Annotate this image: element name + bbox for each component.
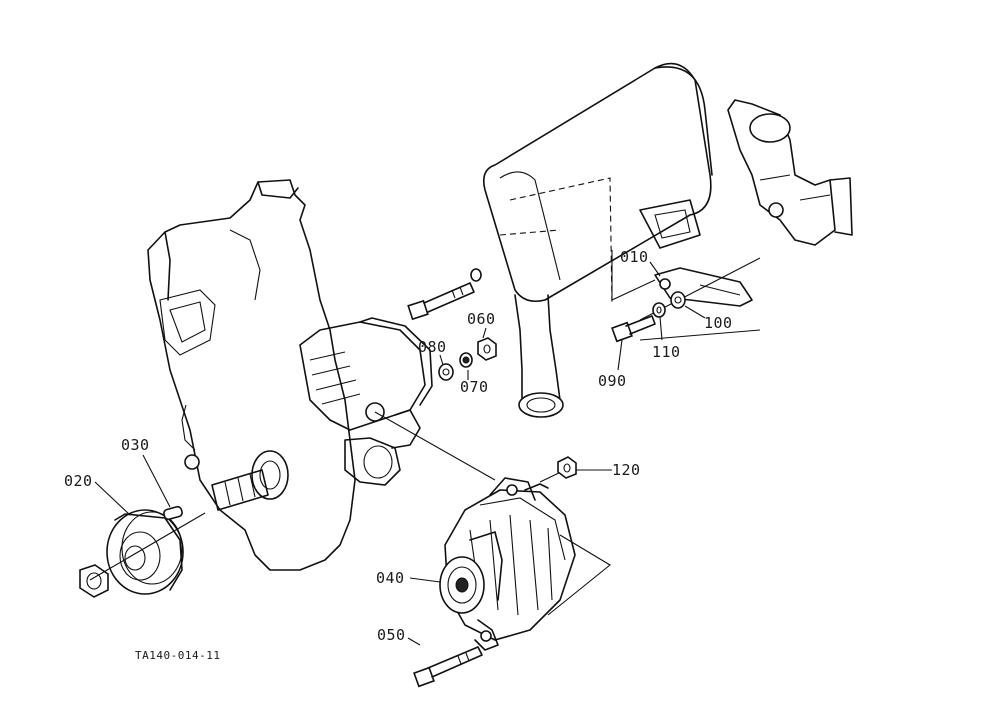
part-label-050: 050 xyxy=(377,626,406,644)
gear-case-cover xyxy=(147,179,433,571)
part-label-120: 120 xyxy=(612,461,641,479)
drawing-code: TA140-014-11 xyxy=(135,649,221,662)
pulley-key xyxy=(163,505,183,521)
part-label-080: 080 xyxy=(418,338,447,356)
washer-100 xyxy=(670,291,686,309)
crank-nut xyxy=(79,564,109,598)
part-label-090: 090 xyxy=(598,372,627,390)
lock-washer-070 xyxy=(459,352,473,368)
part-label-030: 030 xyxy=(121,436,150,454)
part-label-070: 070 xyxy=(460,378,489,396)
crank-pulley xyxy=(106,509,184,595)
muffler xyxy=(482,62,713,418)
nut-060 xyxy=(477,337,497,361)
bolt-050 xyxy=(413,646,483,688)
part-label-100: 100 xyxy=(704,314,733,332)
washer-080 xyxy=(438,363,454,381)
exhaust-elbow xyxy=(727,99,853,246)
washer-110 xyxy=(652,302,666,318)
part-label-060: 060 xyxy=(467,310,496,328)
part-label-110: 110 xyxy=(652,343,681,361)
part-label-020: 020 xyxy=(64,472,93,490)
bolt-090 xyxy=(611,315,656,343)
alternator xyxy=(439,477,576,651)
part-label-010: 010 xyxy=(620,248,649,266)
part-label-040: 040 xyxy=(376,569,405,587)
nut-120 xyxy=(557,456,577,479)
bolt-muffler xyxy=(407,268,482,321)
